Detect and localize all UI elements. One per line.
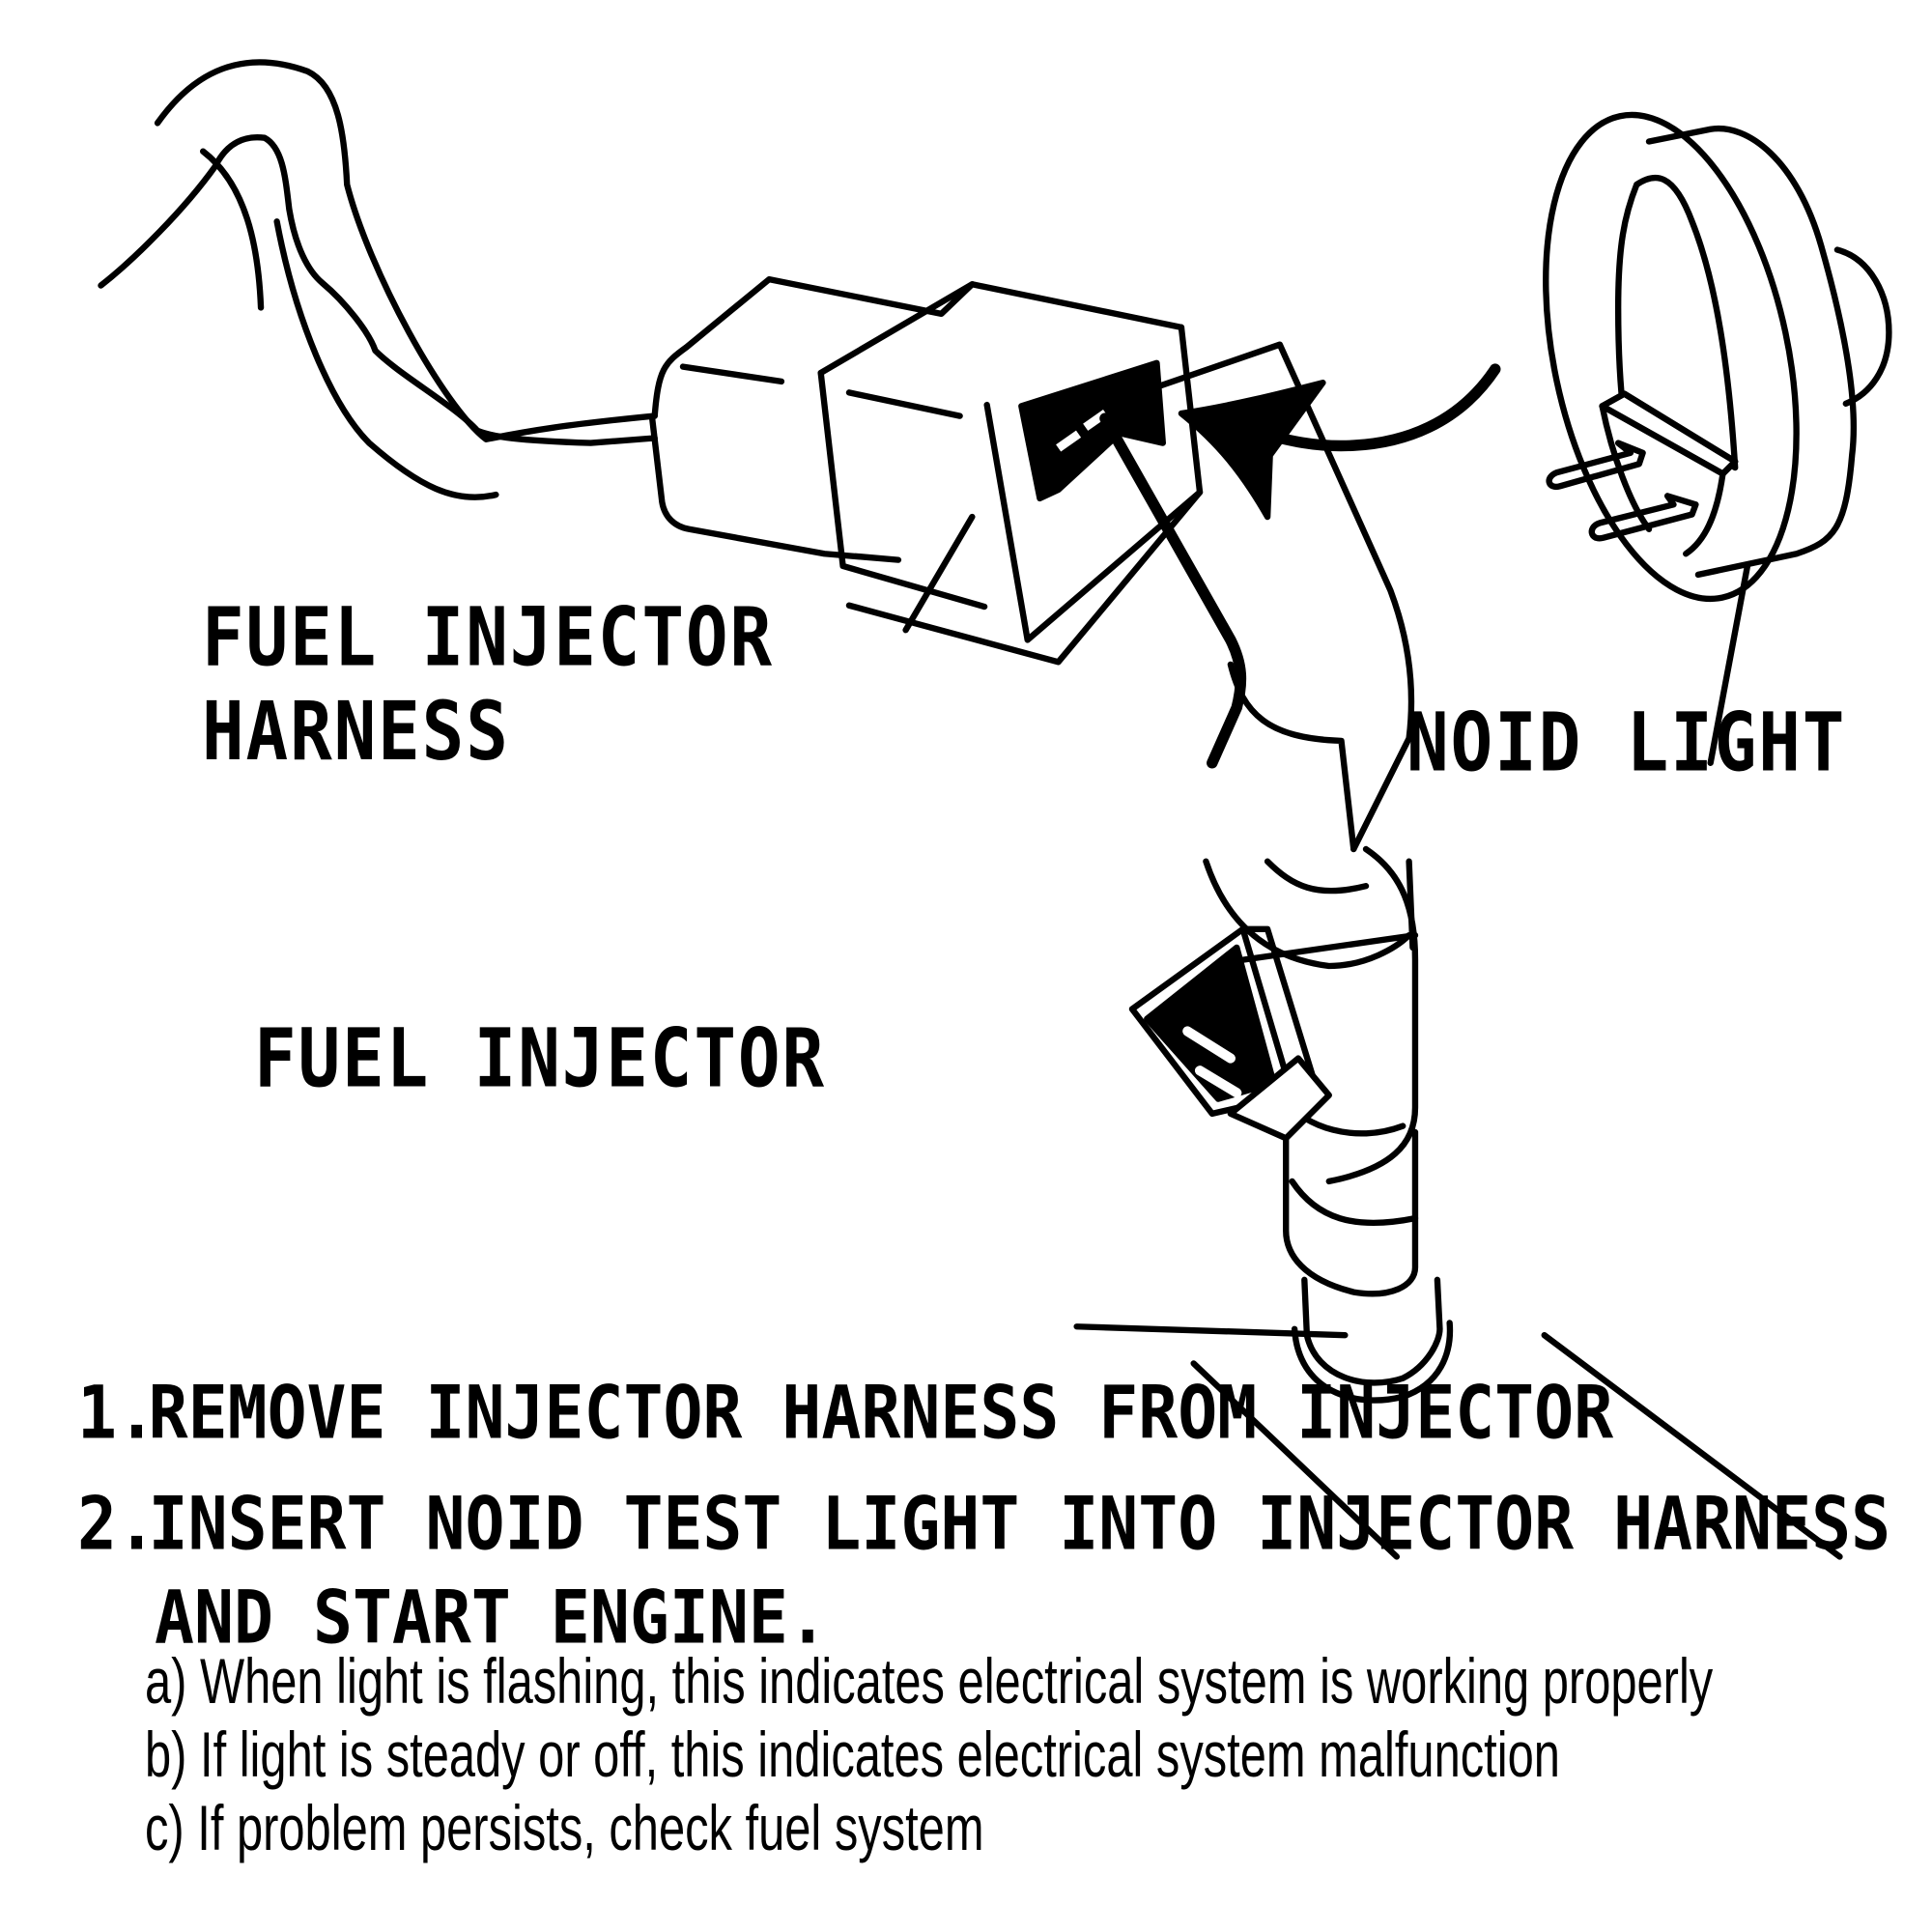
step-2-continuation: AND START ENGINE. — [155, 1575, 828, 1661]
step-number: 2. — [77, 1481, 156, 1567]
step-text: INSERT NOID TEST LIGHT INTO INJECTOR HAR… — [148, 1481, 1891, 1567]
note-a: a) When light is flashing, this indicate… — [145, 1645, 1714, 1717]
fuel-injector-harness-label: FUEL INJECTOR HARNESS — [202, 591, 774, 779]
harness-label-line2: HARNESS — [202, 685, 510, 780]
noid-light-illustration — [1543, 111, 1892, 766]
step-1: 1. REMOVE INJECTOR HARNESS FROM INJECTOR — [77, 1372, 1613, 1455]
harness-label-line1: FUEL INJECTOR — [202, 591, 774, 686]
instruction-notes: a) When light is flashing, this indicate… — [145, 1644, 1932, 1864]
noid-light-label: NOID LIGHT — [1406, 696, 1847, 791]
fuel-injector-label: FUEL INJECTOR — [254, 1012, 826, 1107]
fuel-injector-illustration — [1073, 341, 1454, 1404]
fuel-rail-illustration — [1190, 1331, 1843, 1560]
step-2: 2. INSERT NOID TEST LIGHT INTO INJECTOR … — [77, 1483, 1890, 1566]
wire-harness-illustration — [98, 59, 658, 500]
step-number: 1. — [77, 1370, 156, 1456]
note-b: b) If light is steady or off, this indic… — [145, 1719, 1560, 1790]
curved-arrow-icon — [1178, 363, 1501, 521]
note-c: c) If problem persists, check fuel syste… — [145, 1792, 984, 1863]
step-text: REMOVE INJECTOR HARNESS FROM INJECTOR — [148, 1370, 1614, 1456]
